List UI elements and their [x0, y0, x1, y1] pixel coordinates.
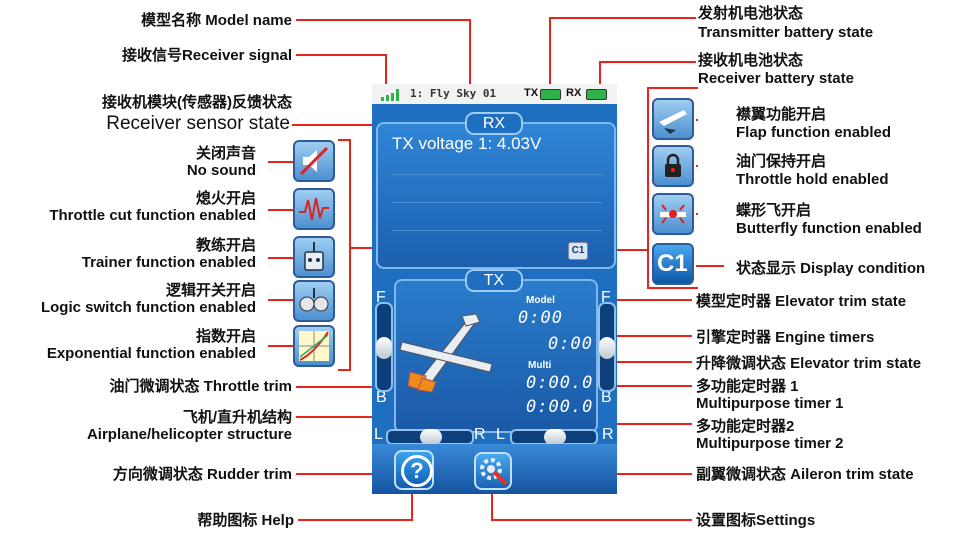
label-receiver-signal: 接收信号Receiver signal: [121, 47, 292, 64]
label-trainer-en: Trainer function enabled: [81, 254, 256, 271]
label-model-name: 模型名称 Model name: [141, 12, 292, 29]
throttle-trim-slider[interactable]: [375, 302, 393, 392]
help-button[interactable]: ?: [394, 450, 434, 490]
label-aileron-trim: 副翼微调状态 Aileron trim state: [696, 466, 914, 483]
sensor-row-divider: [392, 230, 602, 231]
label-tx-battery-cn: 发射机电池状态: [698, 5, 804, 22]
throttle-trim-b: B: [376, 389, 387, 406]
label-engine-timers: 引擎定时器 Engine timers: [696, 329, 875, 346]
label-throttle-hold-en: Throttle hold enabled: [736, 171, 889, 188]
status-bar: 1: Fly Sky 01 TX RX: [372, 84, 617, 104]
aileron-trim-slider[interactable]: [510, 429, 598, 445]
model-timer-value: 0:00: [518, 308, 563, 328]
rudder-trim-l: L: [374, 426, 383, 443]
exponential-icon: [293, 325, 335, 367]
help-icon: ?: [401, 455, 433, 487]
label-receiver-sensor-cn: 接收机模块(传感器)反馈状态: [102, 94, 292, 111]
label-structure-en: Airplane/helicopter structure: [86, 426, 292, 443]
signal-icon: [381, 89, 399, 101]
condition-badge[interactable]: C1: [568, 242, 588, 260]
label-settings: 设置图标Settings: [696, 512, 816, 529]
tx-voltage: TX voltage 1: 4.03V: [392, 134, 542, 153]
rudder-trim-slider[interactable]: [386, 429, 474, 445]
label-flap-en: Flap function enabled: [736, 124, 892, 141]
label-tx-battery-en: Transmitter battery state: [698, 24, 874, 41]
model-name: 1: Fly Sky 01: [410, 87, 497, 100]
label-exponential-en: Exponential function enabled: [46, 345, 256, 362]
elevator-trim-slider[interactable]: [598, 302, 616, 392]
multi-timer2-value: 0:00.0: [526, 397, 594, 417]
transmitter-screen: 1: Fly Sky 01 TX RX RX TX voltage 1: 4.0…: [372, 84, 617, 494]
multi-timer-label: Multi: [528, 360, 552, 371]
elevator-trim-b: B: [601, 389, 612, 406]
label-multi-timer2-en: Multipurpose timer 2: [696, 435, 844, 452]
tx-battery-label: TX: [524, 87, 539, 99]
display-condition-icon: C1: [652, 243, 694, 285]
elevator-trim-knob[interactable]: [599, 337, 615, 359]
rudder-trim-knob[interactable]: [420, 429, 442, 445]
label-display-condition: 状态显示 Display condition: [736, 260, 926, 277]
label-rx-battery-cn: 接收机电池状态: [698, 52, 804, 69]
label-trainer-cn: 教练开启: [195, 237, 256, 254]
settings-icon: [480, 458, 508, 486]
label-receiver-sensor-en: Receiver sensor state: [106, 113, 290, 134]
flap-icon: [652, 98, 694, 140]
label-multi-timer1-en: Multipurpose timer 1: [696, 395, 844, 412]
label-exponential-cn: 指数开启: [195, 328, 256, 345]
sensor-row-divider: [392, 174, 602, 175]
engine-timer-value: 0:00: [548, 334, 593, 354]
model-timer-label: Model: [526, 295, 555, 306]
label-model-timer: 模型定时器 Elevator trim state: [696, 293, 907, 310]
settings-button[interactable]: [474, 452, 512, 490]
label-logic-switch-en: Logic switch function enabled: [40, 299, 256, 316]
label-elevator-trim: 升降微调状态 Elevator trim state: [696, 355, 922, 372]
sensor-row-divider: [392, 202, 602, 203]
display-condition-text: C1: [657, 250, 688, 277]
butterfly-icon: [652, 193, 694, 235]
label-logic-switch-cn: 逻辑开关开启: [165, 282, 256, 299]
aileron-trim-l: L: [496, 426, 505, 443]
mute-icon: [293, 140, 335, 182]
tx-panel-title: TX: [465, 269, 523, 292]
label-no-sound-cn: 关闭声音: [195, 145, 256, 162]
label-rx-battery-en: Receiver battery state: [698, 70, 854, 87]
aileron-trim-r: R: [602, 426, 614, 443]
aileron-trim-knob[interactable]: [544, 429, 566, 445]
elevator-trim-f: F: [601, 289, 611, 306]
label-throttle-hold-cn: 油门保持开启: [736, 153, 827, 170]
rx-battery-icon: [586, 89, 607, 100]
throttle-trim-f: F: [376, 289, 386, 306]
label-multi-timer1-cn: 多功能定时器 1: [696, 378, 799, 395]
label-throttle-cut-cn: 熄火开启: [195, 190, 256, 207]
label-throttle-trim: 油门微调状态 Throttle trim: [109, 378, 293, 395]
label-structure-cn: 飞机/直升机结构: [182, 409, 292, 426]
rx-battery-label: RX: [566, 87, 582, 99]
label-multi-timer2-cn: 多功能定时器2: [696, 418, 795, 435]
throttle-hold-icon: [652, 145, 694, 187]
multi-timer1-value: 0:00.0: [526, 373, 594, 393]
label-butterfly-en: Butterfly function enabled: [736, 220, 922, 237]
label-help: 帮助图标 Help: [197, 512, 294, 529]
airplane-icon: [399, 313, 493, 393]
trainer-icon: [293, 236, 335, 278]
label-throttle-cut-en: Throttle cut function enabled: [49, 207, 256, 224]
label-butterfly-cn: 蝶形飞开启: [736, 202, 812, 219]
logic-switch-icon: [293, 280, 335, 322]
label-no-sound-en: No sound: [186, 162, 256, 179]
tx-battery-icon: [540, 89, 561, 100]
throttle-cut-icon: [293, 188, 335, 230]
label-flap-cn: 襟翼功能开启: [736, 106, 827, 123]
label-rudder-trim: 方向微调状态 Rudder trim: [112, 466, 292, 483]
throttle-trim-knob[interactable]: [376, 337, 392, 359]
rx-panel-title: RX: [465, 112, 523, 135]
rudder-trim-r: R: [474, 426, 486, 443]
